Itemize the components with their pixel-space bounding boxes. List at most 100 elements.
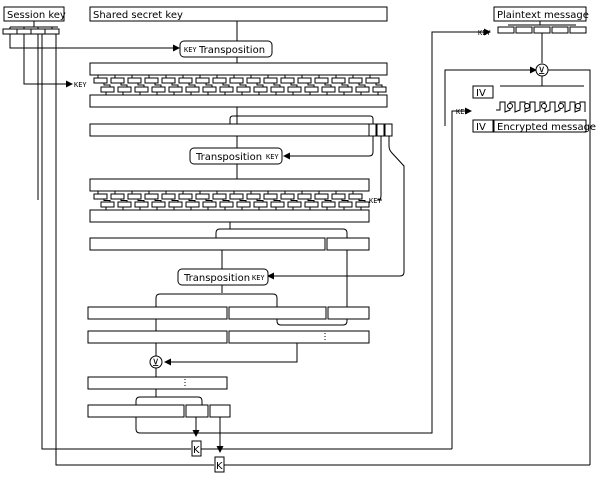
key-label: KEY (369, 197, 382, 205)
sbox-cell (253, 201, 268, 208)
block-register (87, 376, 228, 390)
sbox-cell (161, 193, 176, 200)
chain-node (558, 103, 564, 109)
sbox-cell (314, 193, 329, 200)
session-key-block (2, 6, 65, 35)
session-key-cell (30, 28, 46, 35)
sbox-cell (134, 201, 149, 208)
substitution-network-2 (93, 191, 370, 210)
iv-box (472, 119, 494, 133)
sbox-cell (253, 86, 268, 93)
block-register (87, 306, 228, 320)
sbox-cell (236, 86, 251, 93)
sbox-cell (168, 201, 183, 208)
sbox-cell (195, 77, 210, 84)
sbox-cell (110, 193, 125, 200)
plaintext-cell (569, 26, 587, 34)
sbox-cell (236, 201, 251, 208)
key-label: KEY (456, 108, 469, 116)
k-symbol: K (216, 461, 223, 472)
block-register (185, 404, 209, 418)
sbox-cell (212, 77, 227, 84)
sbox-cell (212, 193, 227, 200)
block-register (89, 123, 370, 137)
sbox-cell (348, 193, 363, 200)
sbox-cell (134, 86, 149, 93)
sbox-cell (304, 86, 319, 93)
transposition-box-1 (179, 40, 273, 58)
chain-node (575, 103, 581, 109)
sbox-cell (321, 86, 336, 93)
sbox-cell (246, 193, 261, 200)
key-slice (368, 123, 377, 137)
sbox-cell (331, 77, 346, 84)
sbox-cell (365, 77, 380, 84)
transposition-box-2 (189, 147, 283, 165)
sbox-cell (93, 77, 108, 84)
chain-node (524, 103, 530, 109)
sbox-cell (338, 86, 353, 93)
sbox-cell (110, 77, 125, 84)
sbox-cell (178, 77, 193, 84)
sbox-cell (297, 193, 312, 200)
sbox-cell (168, 86, 183, 93)
chain-node (507, 103, 513, 109)
iv-box (472, 85, 494, 99)
iv-label: IV (476, 88, 486, 99)
sbox-cell (331, 193, 346, 200)
transposition-label-3: Transposition (183, 273, 250, 284)
session-key-cell (2, 28, 18, 35)
sbox-cell (117, 86, 132, 93)
key-label: KEY (266, 153, 279, 161)
sbox-cell (348, 77, 363, 84)
sbox-cell (219, 86, 234, 93)
sbox-cell (263, 193, 278, 200)
chain-node (541, 103, 547, 109)
plaintext-cell (497, 26, 515, 34)
key-label: KEY (184, 46, 197, 54)
plaintext-cell (515, 26, 533, 34)
sbox-cell (151, 86, 166, 93)
sbox-cell (314, 77, 329, 84)
substitution-network-1 (93, 75, 387, 95)
sbox-cell (229, 193, 244, 200)
cbc-chain (496, 101, 586, 113)
xor-symbol: ⊻ (152, 358, 159, 369)
block-register (326, 237, 370, 251)
key-label: KEY (478, 29, 491, 37)
sbox-cell (127, 77, 142, 84)
sbox-cell (338, 201, 353, 208)
sbox-cell (144, 193, 159, 200)
plaintext-cells (497, 26, 587, 34)
sbox-cell (372, 86, 387, 93)
block-register (228, 306, 327, 320)
shared-secret-key-box (89, 6, 388, 22)
sbox-cell (100, 201, 115, 208)
sbox-cell (280, 193, 295, 200)
sbox-cell (297, 77, 312, 84)
key-label: KEY (74, 81, 87, 89)
sbox-cell (229, 77, 244, 84)
sbox-cell (355, 86, 370, 93)
key-slice (384, 123, 393, 137)
block-register (89, 209, 370, 223)
sbox-cell (100, 86, 115, 93)
diagram-text: Session key Shared secret key Plaintext … (7, 10, 596, 472)
block-register (89, 178, 370, 192)
encrypted-message-label: Encrypted message (497, 122, 596, 133)
block-register (89, 94, 388, 108)
plaintext-message-label: Plaintext message (497, 10, 589, 21)
key-label: KEY (252, 274, 265, 282)
sbox-cell (185, 86, 200, 93)
sbox-cell (161, 77, 176, 84)
sbox-cell (151, 201, 166, 208)
transposition-label-1: Transposition (198, 45, 265, 56)
xor-symbol: ⊻ (538, 66, 545, 77)
sbox-cell (270, 201, 285, 208)
sbox-cell (287, 201, 302, 208)
block-register (209, 404, 231, 418)
sbox-cell (144, 77, 159, 84)
transposition-label-2: Transposition (195, 152, 262, 163)
